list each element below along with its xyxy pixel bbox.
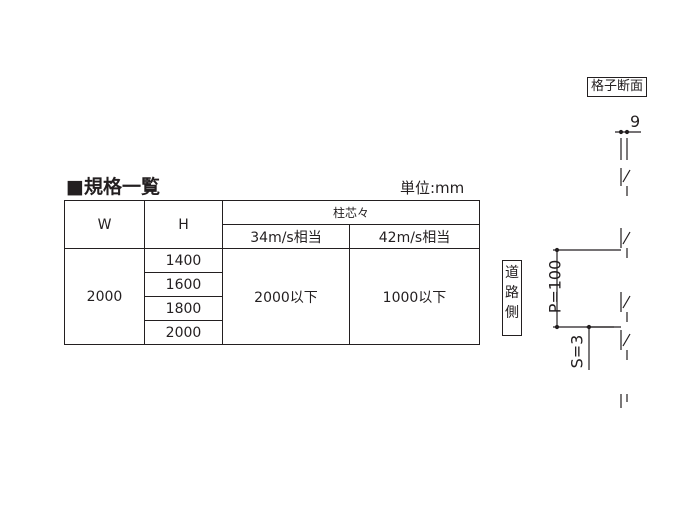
section-title: 格子断面 [587, 77, 648, 97]
height-value: 2000 [144, 320, 223, 345]
spacing-42-value: 1000以下 [349, 248, 480, 345]
header-wind-42: 42m/s相当 [349, 224, 480, 249]
spacing-34-value: 2000以下 [222, 248, 350, 345]
gap-dimension: S=3 [567, 334, 587, 369]
pitch-dimension: P=100 [545, 259, 565, 314]
header-wind-34: 34m/s相当 [222, 224, 350, 249]
unit-label: 単位:mm [400, 179, 465, 197]
spec-title: ■規格一覧 [66, 176, 160, 198]
height-value: 1600 [144, 272, 223, 297]
width-value: 2000 [64, 248, 145, 345]
height-value: 1800 [144, 296, 223, 321]
spec-table: W H 柱芯々 34m/s相当 42m/s相当 2000 1400 2000以下… [64, 200, 480, 345]
thickness-dimension: 9 [630, 112, 641, 131]
road-side-label: 道路側 [502, 260, 522, 336]
header-w: W [64, 200, 145, 249]
